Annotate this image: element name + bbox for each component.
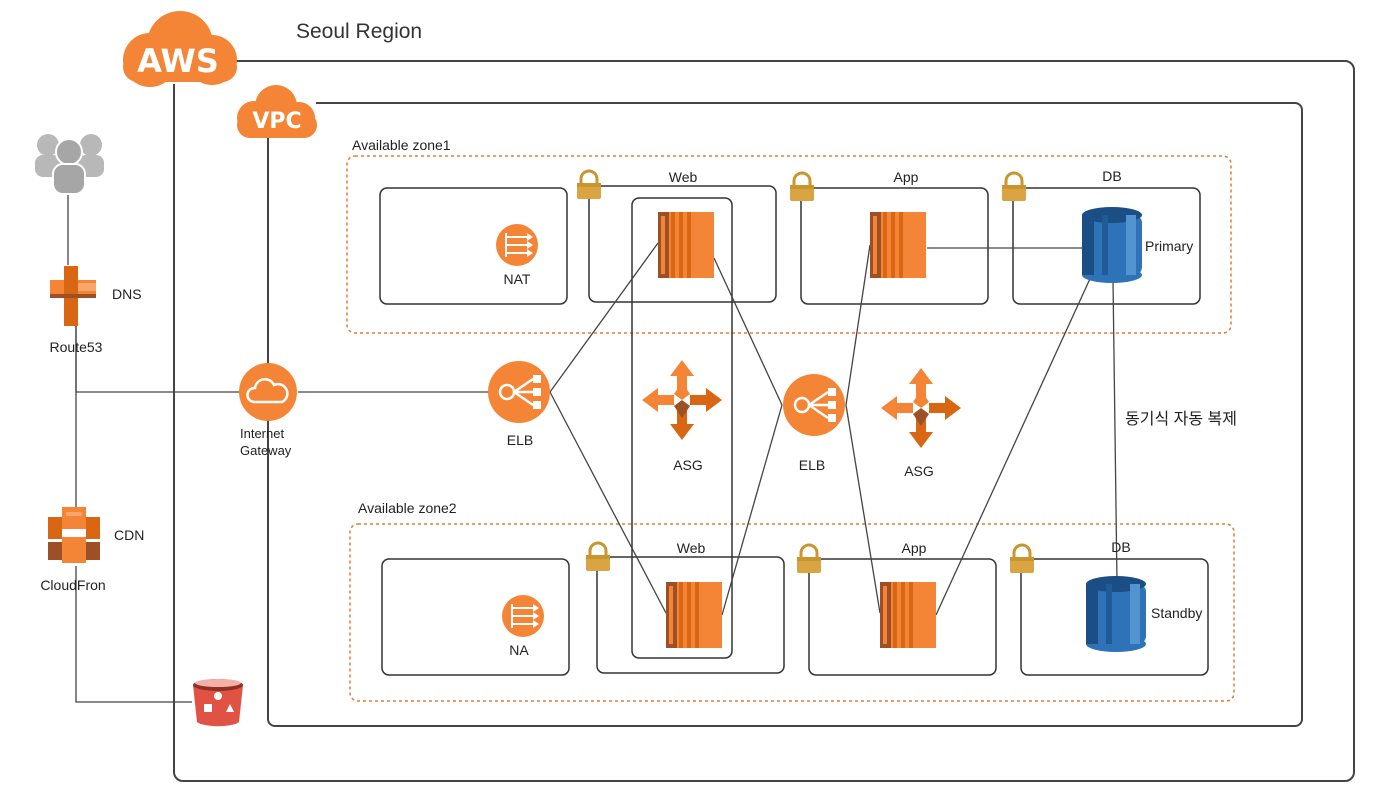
asg-label-app: ASG	[904, 463, 934, 479]
zone2-title: Available zone2	[358, 500, 457, 516]
asg-icon-web	[642, 360, 722, 440]
route53-icon	[50, 266, 96, 326]
web-label-zone1: Web	[668, 169, 698, 185]
db-subnet-2	[1020, 558, 1209, 676]
internet-gateway-label-line2: Gateway	[240, 443, 292, 458]
cdn-label: CDN	[114, 527, 145, 543]
elb-icon-web	[486, 359, 552, 425]
web-subnet-1	[588, 185, 777, 303]
nat-subnet-2	[381, 558, 570, 676]
nat-label-zone1: NAT	[503, 271, 531, 287]
aws-badge-text: AWS	[137, 42, 219, 80]
vpc-badge-text: VPC	[252, 109, 301, 134]
elb-label-web: ELB	[506, 432, 534, 448]
web-asg-group	[631, 197, 733, 659]
route53-label: Route53	[49, 339, 103, 355]
app-label-zone2: App	[901, 540, 927, 556]
lock-icon-app-zone2	[795, 543, 823, 575]
cloudfront-icon	[48, 507, 100, 563]
availability-zone-2	[349, 523, 1235, 702]
region-boundary	[173, 60, 1355, 782]
region-title: Seoul Region	[296, 20, 423, 43]
cloudfront-label: CloudFron	[40, 577, 106, 593]
nat-icon-zone2	[501, 594, 545, 638]
replication-label: 동기식 자동 복제	[1125, 411, 1237, 428]
users-icon	[35, 134, 104, 195]
vpc-cloud-icon	[237, 85, 317, 138]
app-label-zone1: App	[893, 169, 919, 185]
elb-icon-app	[781, 372, 847, 438]
aws-cloud-icon	[123, 11, 237, 87]
internet-gateway-icon	[239, 363, 297, 421]
nat-subnet-1	[379, 187, 568, 305]
lock-icon-db-zone1	[1000, 171, 1028, 203]
nat-icon-zone1	[495, 223, 539, 267]
db-standby-icon	[1086, 576, 1146, 652]
ec2-web-zone2-icon	[666, 582, 722, 648]
elb-label-app: ELB	[798, 457, 826, 473]
ec2-app-zone1-icon	[870, 212, 926, 278]
lock-icon-app-zone1	[788, 171, 816, 203]
nat-label-zone2: NA	[509, 642, 529, 658]
db-label-zone1: DB	[1102, 168, 1122, 184]
lock-icon-web-zone1	[575, 169, 603, 201]
db-primary-label: Primary	[1145, 238, 1194, 254]
dns-label: DNS	[112, 286, 142, 302]
internet-gateway-label: Internet Gateway	[240, 425, 291, 459]
web-subnet-2	[596, 556, 785, 674]
ec2-app-zone2-icon	[880, 582, 936, 648]
ec2-web-zone1-icon	[658, 212, 714, 278]
availability-zone-1	[346, 155, 1232, 334]
asg-label-web: ASG	[673, 457, 703, 473]
db-label-zone2: DB	[1111, 539, 1131, 555]
s3-bucket-icon	[193, 679, 243, 727]
lock-icon-db-zone2	[1008, 543, 1036, 575]
web-label-zone2: Web	[676, 540, 706, 556]
zone1-title: Available zone1	[352, 137, 451, 153]
internet-gateway-label-line1: Internet	[240, 426, 285, 441]
connections	[67, 138, 1118, 719]
db-primary-icon	[1082, 207, 1142, 283]
app-subnet-2	[808, 558, 997, 676]
app-subnet-1	[800, 187, 989, 305]
lock-icon-web-zone2	[584, 541, 612, 573]
vpc-boundary	[267, 102, 1303, 727]
db-standby-label: Standby	[1151, 605, 1203, 621]
db-subnet-1	[1012, 187, 1201, 305]
asg-icon-app	[881, 368, 961, 448]
